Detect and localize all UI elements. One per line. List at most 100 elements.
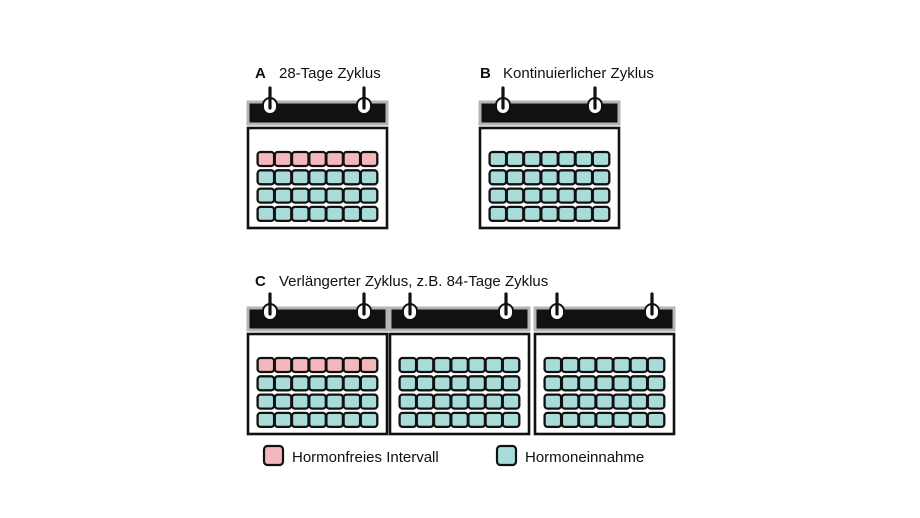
day-cell-hormone-intake [595,411,614,429]
legend-swatch-hormone-free [262,444,285,467]
day-cell-hormone-intake [591,169,611,186]
calendar-header [388,306,531,332]
day-cell-hormone-intake [308,393,327,410]
day-cell-hormone-free [290,356,310,374]
day-cell-hormone-intake [629,393,649,410]
day-cell-hormone-intake [488,187,508,204]
day-cell-hormone-free [290,150,310,168]
day-cell-hormone-intake [290,393,310,410]
calendar-header [533,306,676,332]
day-cell-hormone-intake [290,169,310,186]
day-cell-hormone-intake [415,393,435,410]
day-cell-hormone-intake [273,411,293,429]
day-cell-hormone-intake [557,150,577,168]
panel-c-title: Verlängerter Zyklus, z.B. 84-Tage Zyklus [279,273,548,290]
day-cell-hormone-intake [325,169,345,186]
day-cell-hormone-intake [308,205,327,223]
day-cell-hormone-intake [359,169,379,186]
day-cell-hormone-free [359,150,379,168]
day-cell-hormone-intake [501,393,521,410]
day-cell-hormone-intake [325,411,345,429]
day-cell-hormone-intake [577,375,597,392]
day-cell-hormone-intake [612,393,632,410]
day-cell-hormone-intake [467,356,487,374]
legend-item-hormone-intake: Hormoneinnahme [495,444,644,467]
day-cell-hormone-free [325,356,345,374]
day-cell-hormone-intake [522,150,542,168]
day-cell-hormone-intake [273,169,293,186]
day-cell-hormone-intake [595,356,614,374]
day-cell-hormone-free [359,356,379,374]
day-cell-hormone-intake [522,169,542,186]
panel-b: B Kontinuierlicher Zyklus [478,65,654,230]
day-cell-hormone-intake [543,356,563,374]
day-cell-hormone-intake [398,356,418,374]
day-cell-hormone-intake [415,356,435,374]
day-cell-hormone-intake [290,375,310,392]
day-cell-hormone-intake [629,356,649,374]
day-cell-hormone-intake [359,375,379,392]
day-cell-hormone-intake [577,393,597,410]
day-cell-hormone-intake [505,187,525,204]
day-cell-hormone-intake [543,411,563,429]
day-cell-hormone-intake [256,411,276,429]
panel-a-title: 28-Tage Zyklus [279,65,381,82]
day-cell-hormone-intake [256,205,276,223]
day-cell-hormone-intake [629,411,649,429]
day-cell-hormone-intake [612,375,632,392]
day-cell-hormone-intake [560,375,580,392]
day-cell-hormone-intake [612,356,632,374]
day-cell-hormone-intake [540,187,559,204]
day-cell-hormone-intake [467,375,487,392]
day-cell-hormone-intake [308,187,327,204]
day-cell-hormone-intake [574,205,594,223]
panel-c: C Verlängerter Zyklus, z.B. 84-Tage Zykl… [246,273,676,436]
day-cell-hormone-intake [560,356,580,374]
day-cell-hormone-intake [577,356,597,374]
day-cell-hormone-intake [273,393,293,410]
day-cell-hormone-intake [574,187,594,204]
day-cell-hormone-intake [256,169,276,186]
day-cell-hormone-intake [574,169,594,186]
day-cell-hormone-intake [646,411,666,429]
day-cell-hormone-intake [325,393,345,410]
day-cell-hormone-intake [591,187,611,204]
day-cell-hormone-intake [505,205,525,223]
day-cell-hormone-intake [540,150,559,168]
day-cell-hormone-intake [484,375,504,392]
day-cell-hormone-intake [325,375,345,392]
day-cell-hormone-intake [577,411,597,429]
day-cell-hormone-intake [467,411,487,429]
day-cell-hormone-intake [646,375,666,392]
day-cell-hormone-intake [484,411,504,429]
panel-a-calendar [246,86,389,230]
day-cell-hormone-intake [557,205,577,223]
day-cell-hormone-free [273,150,293,168]
day-cell-hormone-intake [398,411,418,429]
day-cell-hormone-intake [557,169,577,186]
day-cell-hormone-intake [432,411,452,429]
calendar-header [246,306,389,332]
day-cell-hormone-intake [522,187,542,204]
day-cell-hormone-intake [432,356,452,374]
day-cell-hormone-intake [290,411,310,429]
day-cell-hormone-intake [398,375,418,392]
day-cell-hormone-intake [612,411,632,429]
day-cell-hormone-intake [450,411,469,429]
panel-c-letter: C [255,273,266,290]
day-cell-hormone-intake [450,375,469,392]
day-cell-hormone-intake [591,150,611,168]
day-cell-hormone-intake [591,205,611,223]
panel-c-calendar-2 [388,292,531,436]
day-cell-hormone-free [256,356,276,374]
panel-c-calendar-3 [533,292,676,436]
day-cell-hormone-intake [342,375,362,392]
day-cell-hormone-intake [342,169,362,186]
day-cell-hormone-free [325,150,345,168]
day-cell-hormone-intake [484,356,504,374]
day-cell-hormone-intake [256,375,276,392]
day-cell-hormone-intake [290,205,310,223]
day-cell-hormone-free [308,150,327,168]
day-cell-hormone-intake [342,411,362,429]
